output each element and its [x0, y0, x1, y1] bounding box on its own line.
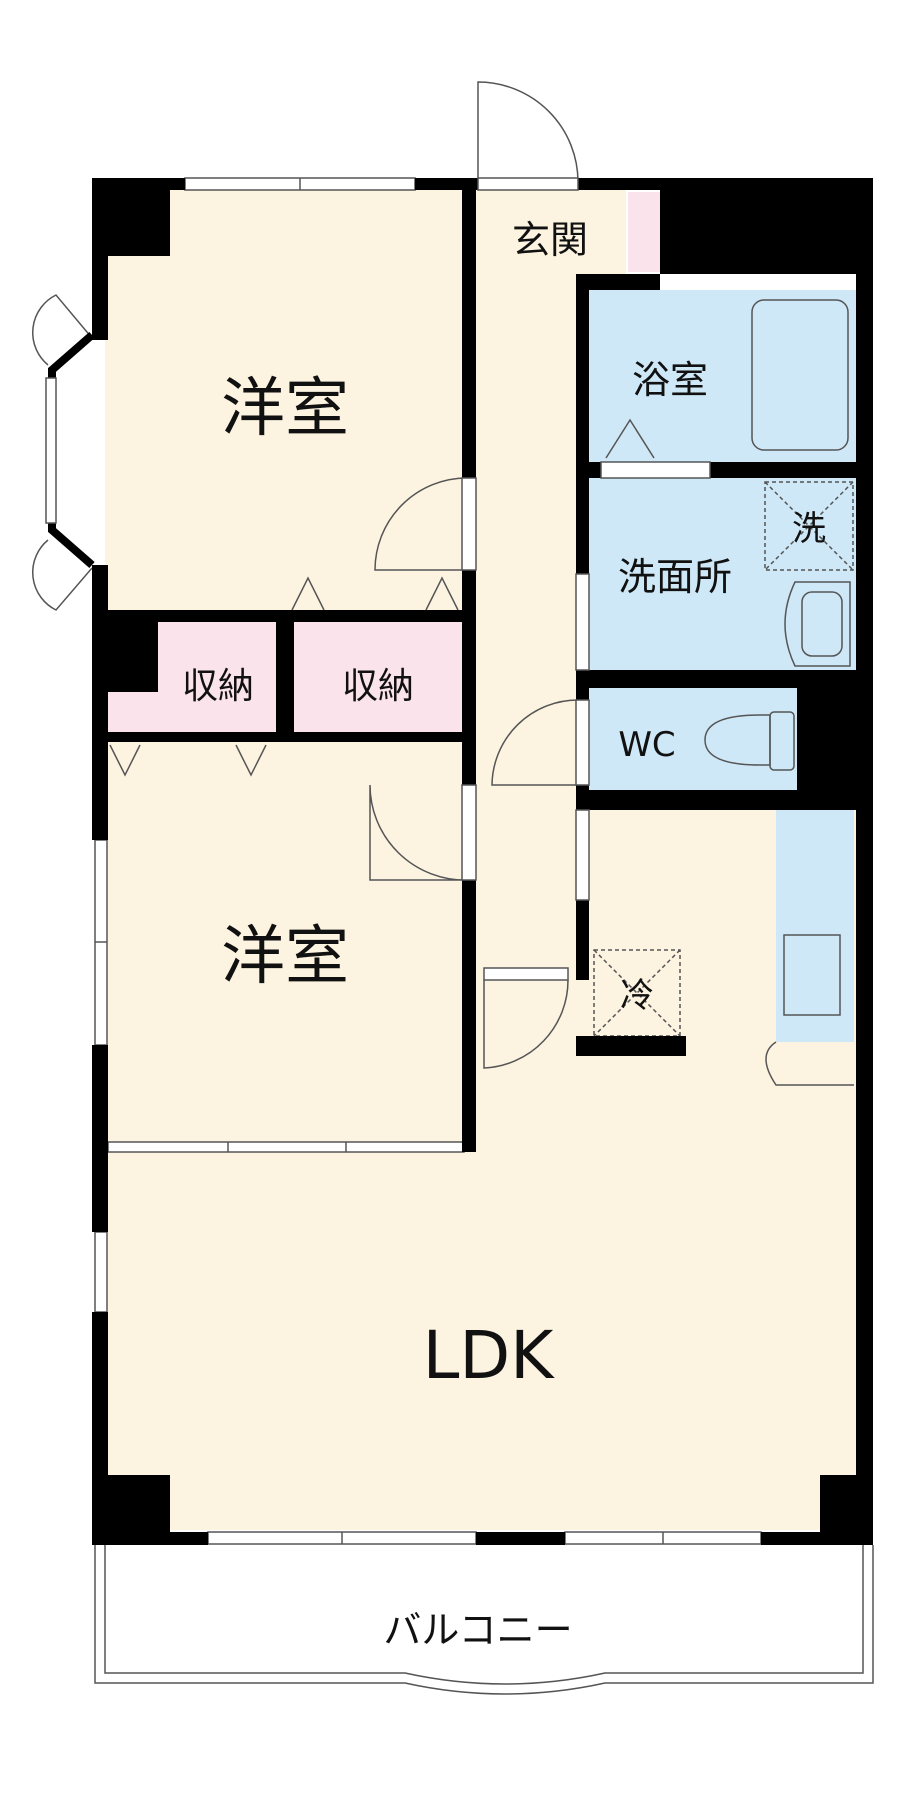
wall-left-bottom: [92, 1312, 108, 1545]
bay-window-sash-1: [31, 294, 93, 366]
wall-room1-right-upper: [462, 190, 476, 478]
label-washing-machine: 洗: [792, 509, 826, 549]
balcony: [94, 1545, 874, 1695]
wall-top-mid: [415, 178, 478, 190]
room1-door-swing: [374, 477, 468, 571]
label-entrance: 玄関: [512, 218, 588, 262]
label-washroom: 洗面所: [618, 555, 732, 599]
storage-2-floor: [294, 622, 462, 732]
bath-door-opening: [600, 461, 711, 479]
label-western-room-2: 洋室: [221, 920, 349, 994]
wall-left-mid: [92, 565, 108, 840]
washroom-door-opening: [575, 573, 590, 671]
wall-toilet-right: [797, 688, 856, 810]
balcony-outline-outer: [94, 1545, 874, 1695]
bay-window-glass: [45, 377, 57, 524]
fixtures: [109, 299, 854, 1086]
washroom-floor: [589, 478, 856, 670]
wall-storage-right: [462, 622, 476, 742]
wall-wet-left-4: [576, 900, 589, 980]
toilet-tank: [769, 711, 795, 771]
windows: [45, 177, 762, 1545]
label-bathroom: 浴室: [632, 358, 708, 402]
window-ldk-left: [94, 1231, 108, 1313]
wash-basin: [784, 581, 851, 667]
storage-door-1: [109, 744, 141, 777]
kitchen-sink: [783, 934, 841, 1016]
corridor-ldk-opening: [483, 967, 569, 981]
wall-right: [856, 178, 873, 1545]
room1-door-opening: [461, 477, 477, 571]
wall-left-upper: [92, 178, 108, 340]
wall-bottom-1: [92, 1532, 208, 1545]
storage-corner-block: [108, 622, 158, 692]
wall-bottom-2: [476, 1532, 565, 1545]
balcony-outline-inner: [104, 1545, 864, 1685]
wall-entrance-bottom: [576, 274, 660, 290]
door-swings: [31, 81, 579, 1069]
thin-doors: [461, 177, 711, 981]
wall-washroom-toilet: [589, 670, 856, 688]
label-toilet: WC: [618, 725, 675, 765]
walls: [92, 178, 873, 1545]
refrigerator-space: [593, 949, 681, 1037]
wall-wet-left-1: [576, 274, 589, 574]
wall-room2-right-lower: [462, 880, 476, 1152]
wall-wet-left-3: [576, 785, 589, 810]
toilet-bowl: [704, 714, 771, 766]
wash-basin-bowl: [801, 591, 843, 657]
label-storage-1: 収納: [182, 666, 254, 707]
western-room-1-floor: [105, 190, 467, 610]
fridge-diag-1: [593, 949, 681, 1037]
ldk-side-door-opening: [575, 809, 590, 901]
toilet-door-swing: [491, 699, 579, 786]
label-balcony: バルコニー: [383, 1608, 572, 1652]
wall-bath-washroom: [589, 462, 601, 478]
wall-bath-washroom-2: [710, 462, 856, 478]
wall-fridge-bottom: [576, 1036, 686, 1056]
wall-wet-left-2: [576, 670, 589, 700]
label-western-room-1: 洋室: [221, 372, 349, 446]
entrance-floor: [476, 190, 626, 275]
room1-closet-door-2: [425, 576, 459, 611]
washing-machine-space: [764, 481, 854, 571]
toilet-door-opening: [575, 699, 590, 786]
storage-door-2: [235, 744, 267, 777]
labels: 洋室 洋室 玄関 浴室 洗面所 WC 収納 収納 LDK バルコニー 洗 冷: [182, 218, 826, 1652]
bathroom-floor: [589, 290, 856, 462]
label-storage-2: 収納: [342, 666, 414, 707]
wall-bottom-3: [761, 1532, 873, 1545]
bathtub: [751, 299, 849, 451]
room1-closet-door-1: [291, 576, 325, 611]
wall-room1-right-lower: [462, 570, 476, 622]
kitchen-counter: [776, 810, 854, 1042]
toilet-floor: [589, 688, 797, 790]
wall-storage-top: [92, 610, 476, 622]
wall-room2-right-upper: [462, 742, 476, 785]
kitchen-counter-end: [765, 1041, 854, 1086]
bay-window-frame: [48, 331, 95, 569]
fridge-diag-2: [593, 949, 681, 1037]
wall-left-lower: [92, 1045, 108, 1232]
front-door-opening: [477, 177, 579, 191]
ldk-door-swing: [483, 979, 569, 1069]
label-refrigerator: 冷: [620, 976, 654, 1016]
room2-door-swing: [369, 784, 468, 881]
wall-storage-divider: [276, 622, 294, 742]
ldk-floor: [108, 805, 858, 1530]
bay-window-sash-2: [31, 539, 93, 611]
shoe-closet: [628, 192, 660, 272]
label-ldk: LDK: [423, 1317, 556, 1394]
column-top-right: [660, 178, 873, 274]
front-door-swing: [477, 81, 579, 183]
wall-toilet-bottom: [589, 790, 797, 810]
room2-door-opening: [461, 784, 477, 881]
bath-door-triangle: [605, 418, 655, 459]
window-room2-bottom: [107, 1141, 465, 1153]
